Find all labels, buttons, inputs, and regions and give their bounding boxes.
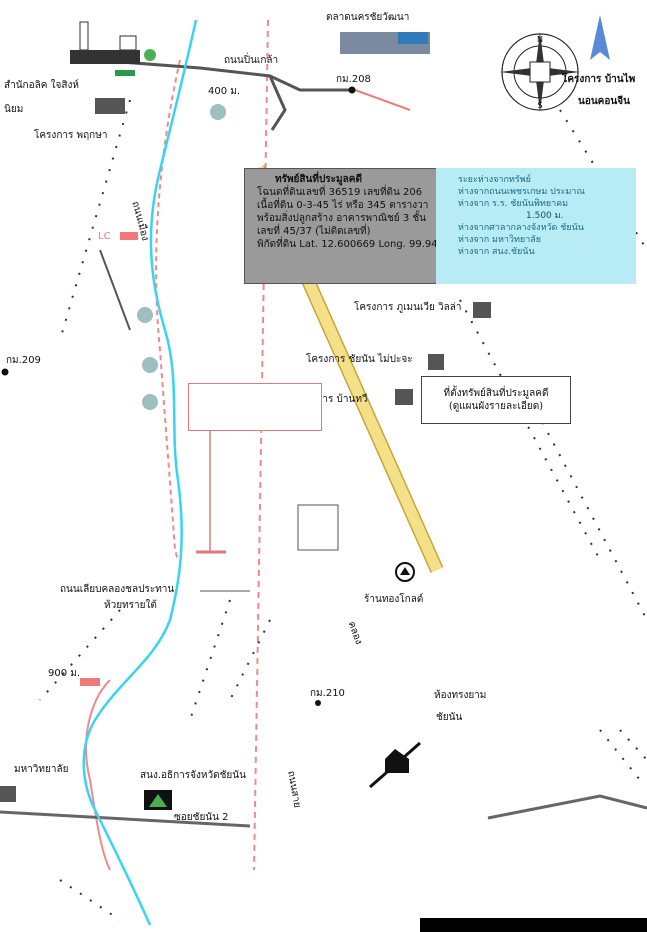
store-label: ร้านทองโกลด์ — [364, 594, 424, 605]
road-badge-bottom — [80, 678, 100, 686]
top-road-arrow — [268, 75, 287, 131]
mall-label: มหาวิทยาลัย — [14, 764, 69, 775]
road-badge — [120, 232, 138, 240]
roads — [0, 19, 647, 871]
project-pk-label: โครงการ พฤกษา — [34, 130, 108, 141]
project-right2-label: นอนคอนจีน — [578, 96, 630, 107]
road-diag — [99, 249, 131, 331]
tree-icon — [137, 104, 226, 410]
road-left-dashed — [155, 59, 181, 561]
map-box-line-2: (ดูแผนผังรายละเอียด) — [448, 401, 544, 412]
location-dots — [1, 86, 356, 706]
dist-400-label: 400 ม. — [208, 86, 241, 97]
market-building-icon — [340, 32, 430, 54]
ship-icon — [369, 741, 421, 789]
km209-label: กม.209 — [6, 355, 41, 366]
info-line-2: ห่างจากถนนเพชรเกษม ประมาณ — [458, 187, 585, 197]
building-icon — [0, 98, 491, 802]
info-line-3: ห่างจาก ร.ร. ชัยนันพิทยาคม — [458, 199, 569, 209]
soi-label: ซอยชัยนัน 2 — [174, 812, 229, 823]
office-label: สนง.อธิการจังหวัดชัยนัน — [140, 770, 246, 781]
road-left-curve — [85, 679, 111, 871]
lc-label: LC — [98, 231, 111, 242]
info-line-6: ห่างจาก มหาวิทยาลัย — [458, 235, 542, 245]
dist-900-label: 900 ม. — [48, 668, 81, 679]
river — [82, 19, 198, 926]
red-arrow — [354, 89, 411, 111]
project-right-label: โครงการ บ้านไพ — [562, 74, 636, 85]
map-box-line-1: ที่ตั้งทรัพย์สินที่ประมูลคดี — [443, 388, 549, 399]
svg-text:N: N — [537, 35, 543, 44]
distance-info-box: ระยะห่างจากทรัพย์ ห่างจากถนนเพชรเกษม ประ… — [436, 168, 636, 284]
project-c-label: โครงการ ชัยนัน ไม่ปะจะ — [306, 354, 413, 365]
property-info-box: ทรัพย์สินที่ประมูลคดี โฉนดที่ดินเลขที่ 3… — [244, 168, 468, 284]
svg-text:S: S — [537, 101, 542, 110]
bottom-road — [0, 810, 251, 828]
road-bottom2-label: ห้วยทรายใต้ — [104, 600, 157, 611]
topleft-label-a: สำนักอลิค ใจสิงห์ — [4, 80, 79, 91]
store-icon — [395, 562, 415, 582]
dotted-lines — [39, 99, 647, 921]
property-line-2: โฉนดที่ดินเลขที่ 36519 เลขที่ดิน 206 — [257, 187, 423, 198]
property-line-6: พิกัดที่ดิน Lat. 12.600669 Long. 99.9469… — [257, 239, 464, 250]
road-top-label: ถนนปิ่นเกล้า — [224, 55, 279, 66]
km210-label: กม.210 — [310, 688, 345, 699]
project-d-label: โครงการ บ้านทวี — [294, 394, 368, 405]
property-line-1: ทรัพย์สินที่ประมูลคดี — [275, 174, 362, 185]
map-detail-box: ที่ตั้งทรัพย์สินที่ประมูลคดี (ดูแผนผังรา… — [421, 376, 571, 424]
empty-label-box — [188, 383, 322, 431]
compass-icon: N S — [500, 32, 580, 112]
property-line-3: เนื้อที่ดิน 0-3-45 ไร่ หรือ 345 ตารางวา — [257, 200, 429, 211]
info-line-4: 1.500 ม. — [526, 211, 564, 221]
hospital-b-label: ชัยนัน — [436, 712, 463, 723]
info-line-5: ห่างจากศาลากลางจังหวัด ชัยนัน — [458, 223, 584, 233]
bottom-bar — [420, 918, 647, 932]
km208-label: กม.208 — [336, 74, 371, 85]
top-market-label: ตลาดนครชัยวัฒนา — [326, 12, 410, 23]
road-bottom-label: ถนนเลียบคลองชลประทาน — [60, 584, 175, 595]
property-line-5: เลขที่ 45/37 (ไม่ติดเลขที่) — [257, 226, 371, 237]
mountain-icon — [144, 790, 172, 810]
hospital-a-label: ห้องทรงยาม — [434, 690, 487, 701]
project-h-label: โครงการ ภูเมนเวีย วิลล่า — [354, 302, 462, 313]
property-line-4: พร้อมสิ่งปลูกสร้าง อาคารพาณิชย์ 3 ชั้น — [257, 213, 426, 224]
north-arrow-icon — [590, 15, 610, 60]
rail-line-vertical — [253, 19, 269, 871]
topleft-label-b: นิยม — [4, 104, 24, 115]
bottom-right-road — [487, 794, 647, 820]
info-line-7: ห่างจาก สนง.ชัยนัน — [458, 247, 535, 257]
tower-icon — [70, 21, 156, 76]
info-line-1: ระยะห่างจากทรัพย์ — [458, 175, 531, 185]
